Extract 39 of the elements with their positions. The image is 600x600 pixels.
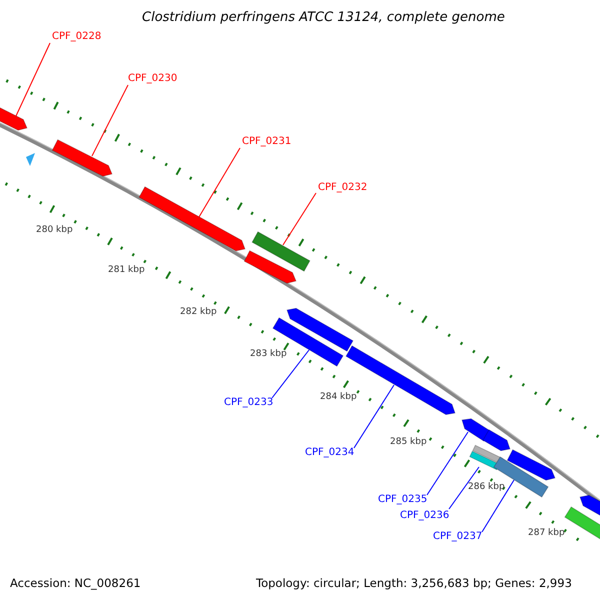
gene-feature xyxy=(506,449,556,481)
gene-label: CPF_0228 xyxy=(52,31,102,43)
gene-label: CPF_0231 xyxy=(242,136,292,148)
footer-text: Topology: circular; Length: 3,256,683 bp; Genes: 2,993 xyxy=(256,575,572,591)
footer-text: Accession: NC_008261 xyxy=(10,575,141,591)
scale-label: 283 kbp xyxy=(250,348,287,360)
leader-line xyxy=(272,350,310,398)
scale-label: 282 kbp xyxy=(180,306,217,318)
leader-line xyxy=(92,84,128,156)
scale-label: 280 kbp xyxy=(36,224,73,236)
gene-label: CPF_0233 xyxy=(224,397,274,409)
gene-feature xyxy=(461,418,491,442)
gene-label: CPF_0237 xyxy=(433,531,482,543)
leader-line xyxy=(354,384,394,448)
scale-label: 285 kbp xyxy=(390,436,427,448)
leader-line xyxy=(282,192,316,246)
gene-label: CPF_0232 xyxy=(318,182,368,194)
leader-line xyxy=(16,42,50,116)
scale-label: 287 kbp xyxy=(528,527,565,539)
leader-line xyxy=(198,148,240,218)
leader-line xyxy=(426,432,468,496)
gene-feature xyxy=(244,250,297,284)
gene-feature xyxy=(272,317,344,367)
gene-label: CPF_0236 xyxy=(400,510,450,522)
gene-feature xyxy=(138,186,246,252)
gene-feature xyxy=(482,429,511,452)
leader-line xyxy=(448,466,480,510)
scale-label: 284 kbp xyxy=(320,391,357,403)
gene-feature xyxy=(286,308,354,352)
gene-feature xyxy=(52,139,113,177)
gene-feature xyxy=(0,106,28,131)
leader-line xyxy=(482,480,514,532)
scale-label: 286 kbp xyxy=(468,481,505,493)
gene-label: CPF_0230 xyxy=(128,73,178,85)
gene-feature xyxy=(252,231,310,272)
scale-label: 281 kbp xyxy=(108,264,145,276)
title: Clostridium perfringens ATCC 13124, complete genome xyxy=(142,10,505,26)
gene-label: CPF_0234 xyxy=(305,447,354,459)
gene-label: CPF_0235 xyxy=(378,494,428,506)
